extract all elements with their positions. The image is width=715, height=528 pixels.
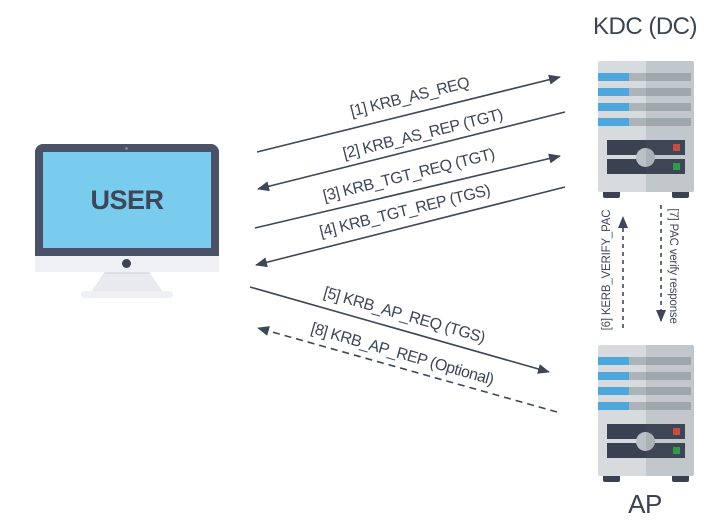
red-led-icon — [673, 144, 680, 151]
monitor-stand — [91, 272, 163, 292]
knob-icon — [636, 148, 655, 167]
server-foot — [672, 192, 689, 198]
green-led-icon — [673, 163, 680, 170]
arrow-8-krb-ap-rep — [257, 326, 558, 413]
server-body — [598, 61, 694, 192]
knob-icon — [636, 432, 655, 451]
ap-node-label: AP — [628, 489, 662, 519]
server-icon-ap — [598, 345, 694, 483]
monitor-base — [81, 291, 173, 298]
kdc-node-label: KDC (DC) — [593, 13, 698, 40]
red-led-icon — [673, 428, 680, 435]
server-control-panel — [607, 424, 685, 458]
camera-dot-icon — [125, 147, 128, 150]
server-drive-stripes — [598, 357, 694, 417]
server-body — [598, 345, 694, 476]
server-foot — [603, 192, 620, 198]
server-foot — [603, 476, 620, 482]
server-icon-kdc — [598, 61, 694, 199]
server-control-panel — [607, 140, 685, 174]
power-button-icon — [122, 259, 131, 268]
monitor-screen: USER — [43, 152, 211, 248]
message-label-6: [6] KERB_VERIFY_PAC — [601, 209, 613, 331]
arrow-3-krb-tgt-req — [254, 153, 561, 229]
arrow-1-krb-as-req — [256, 74, 561, 153]
arrow-4-krb-tgt-rep — [255, 186, 566, 268]
server-drive-stripes — [598, 73, 694, 133]
server-foot — [672, 476, 689, 482]
green-led-icon — [673, 447, 680, 454]
arrow-2-krb-as-rep — [257, 111, 566, 192]
arrow-5-krb-ap-req — [249, 286, 550, 374]
message-label-7: [7] PAC verify response — [667, 208, 679, 324]
user-node-label: USER — [90, 184, 164, 215]
